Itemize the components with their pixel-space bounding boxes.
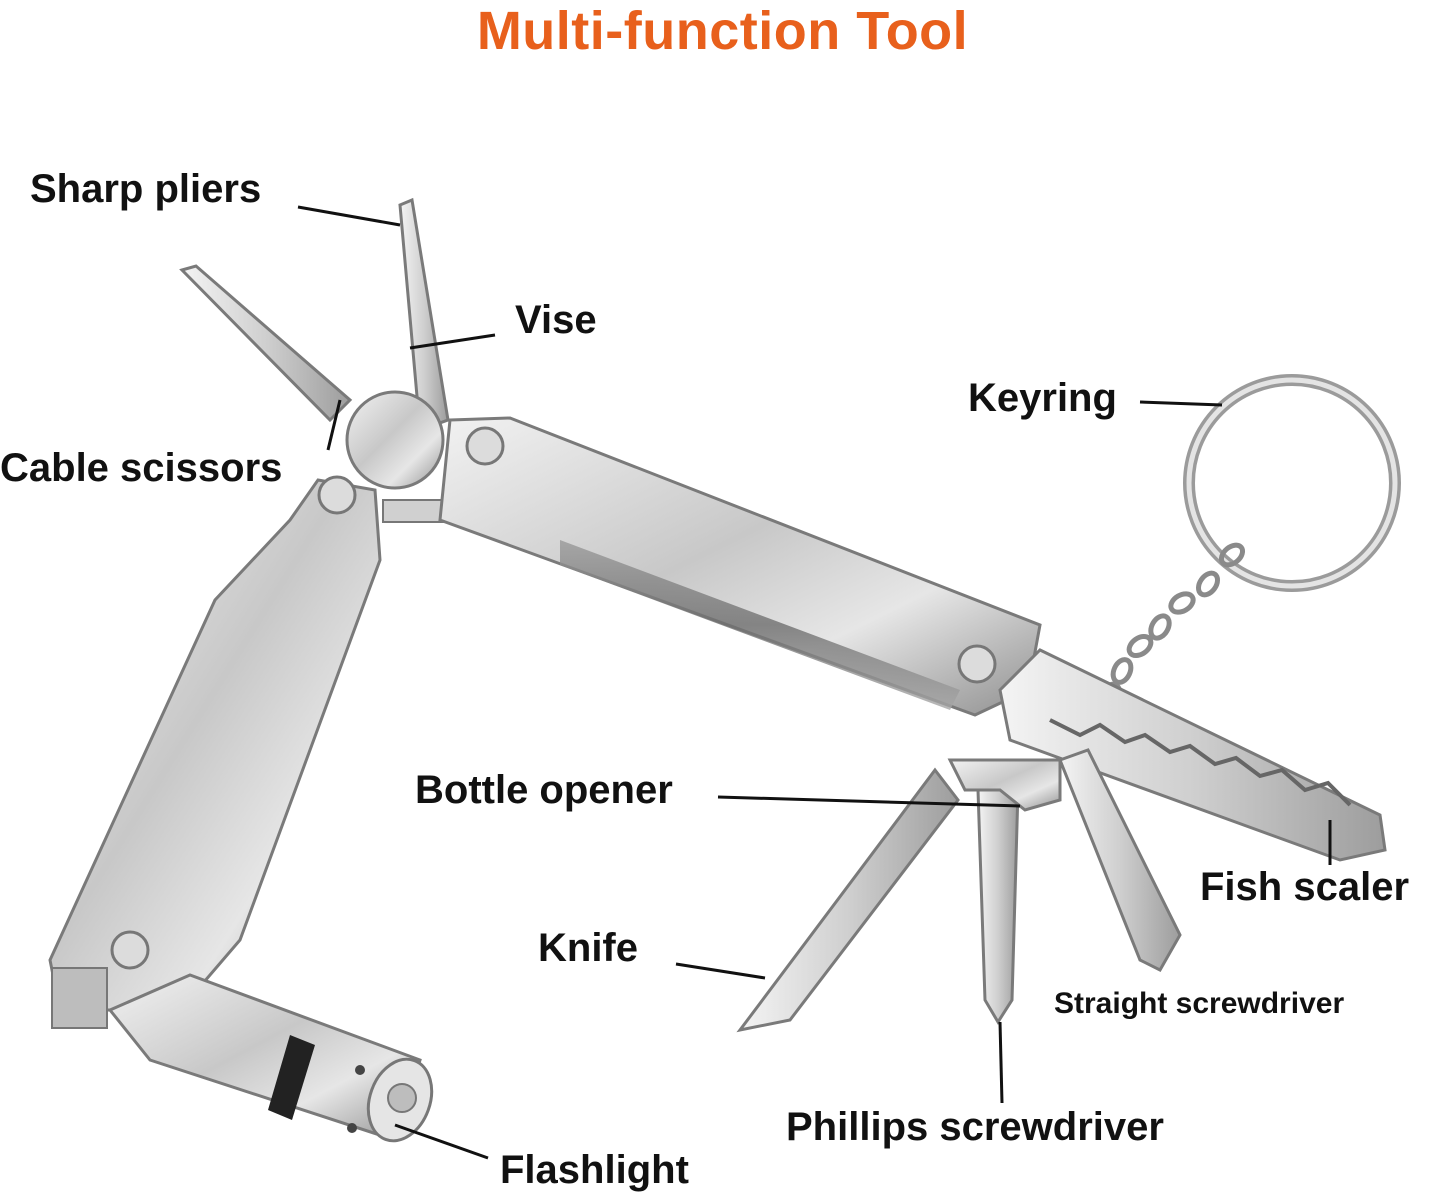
phillips-screwdriver-blade xyxy=(976,788,1020,1025)
label-knife: Knife xyxy=(538,926,638,970)
straight-screwdriver-blade xyxy=(1058,748,1182,972)
label-keyring: Keyring xyxy=(968,376,1117,420)
label-cable-scissors: Cable scissors xyxy=(0,446,283,490)
leader-bottle-opener xyxy=(717,795,1021,808)
label-fish-scaler: Fish scaler xyxy=(1200,865,1410,909)
leader-cable-scissors xyxy=(326,399,342,451)
leader-sharp-pliers xyxy=(297,205,401,227)
label-straight-screwdriver: Straight screwdriver xyxy=(1054,987,1345,1020)
leader-knife xyxy=(675,962,766,980)
leader-keyring xyxy=(1139,400,1223,407)
diagram-title: Multi-function Tool xyxy=(476,1,969,61)
label-sharp-pliers: Sharp pliers xyxy=(30,167,262,211)
leader-vise xyxy=(409,333,496,350)
leader-phillips-screwdriver xyxy=(998,1021,1004,1104)
knife-blade xyxy=(736,767,960,1033)
flashlight xyxy=(107,973,434,1143)
keyring xyxy=(1101,374,1401,711)
label-phillips-screwdriver: Phillips screwdriver xyxy=(786,1105,1164,1149)
lower-handle xyxy=(48,475,382,1029)
sharp-pliers xyxy=(179,197,450,523)
label-flashlight: Flashlight xyxy=(500,1148,689,1192)
label-bottle-opener: Bottle opener xyxy=(415,768,673,812)
label-vise: Vise xyxy=(515,298,597,342)
leader-flashlight xyxy=(394,1123,489,1160)
fish-scaler xyxy=(998,648,1387,862)
upper-handle xyxy=(438,416,1042,717)
bottle-opener-blade xyxy=(947,758,1062,812)
